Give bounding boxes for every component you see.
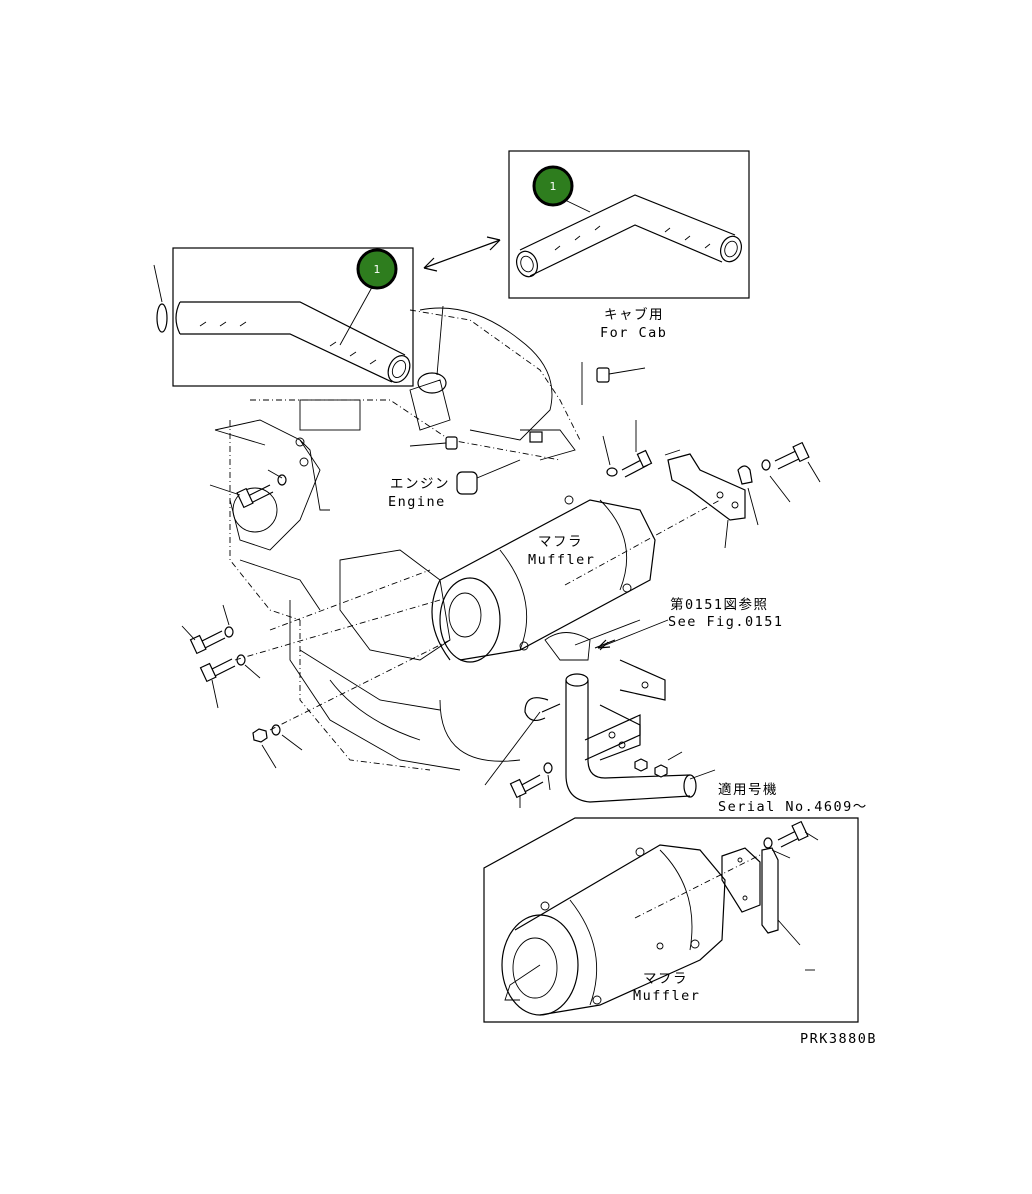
label-serial-jp: 適用号機 bbox=[718, 781, 778, 798]
tail-pipe bbox=[484, 619, 716, 808]
drawing-code: PRK3880B bbox=[800, 1031, 877, 1047]
label-fig-ref-en: See Fig.0151 bbox=[668, 614, 784, 630]
label-serial-en: Serial No.4609～ bbox=[718, 799, 868, 815]
label-inset-muffler-jp: マフラ bbox=[643, 971, 688, 987]
label-cab-jp: キャブ用 bbox=[604, 306, 664, 323]
muffler-inset-serial bbox=[483, 817, 859, 1023]
hose-inset-cab bbox=[508, 150, 750, 299]
interchange-arrow bbox=[423, 236, 501, 272]
engine-assembly bbox=[214, 307, 581, 771]
bolt-set-left bbox=[181, 429, 330, 769]
muffler-main bbox=[234, 495, 721, 731]
muffler-bracket bbox=[664, 449, 759, 549]
label-muffler: マフラ Muffler bbox=[528, 534, 595, 568]
callout-1-cab[interactable]: 1 bbox=[532, 165, 591, 213]
hose-clamp bbox=[417, 305, 447, 394]
rubber-mount-parts bbox=[409, 362, 646, 495]
label-cab-en: For Cab bbox=[600, 325, 667, 341]
label-serial: 適用号機 Serial No.4609～ bbox=[718, 781, 868, 815]
label-inset-muffler: マフラ Muffler bbox=[633, 971, 700, 1004]
callout-number: 1 bbox=[550, 180, 557, 193]
label-muffler-en: Muffler bbox=[528, 552, 595, 568]
label-engine-jp: エンジン bbox=[390, 476, 450, 492]
fig-reference-leader bbox=[597, 619, 669, 649]
label-for-cab: キャブ用 For Cab bbox=[600, 306, 667, 341]
label-engine: エンジン Engine bbox=[388, 476, 450, 510]
callout-1-main[interactable]: 1 bbox=[339, 248, 398, 346]
hose-inset-standard bbox=[153, 247, 414, 387]
label-inset-muffler-en: Muffler bbox=[633, 988, 700, 1004]
label-muffler-jp: マフラ bbox=[538, 534, 583, 550]
label-engine-en: Engine bbox=[388, 494, 446, 510]
bolt-set-upper-right bbox=[602, 420, 821, 503]
label-fig-ref-jp: 第0151図参照 bbox=[670, 596, 769, 613]
callout-number: 1 bbox=[374, 263, 381, 276]
label-fig-reference: 第0151図参照 See Fig.0151 bbox=[668, 596, 784, 630]
